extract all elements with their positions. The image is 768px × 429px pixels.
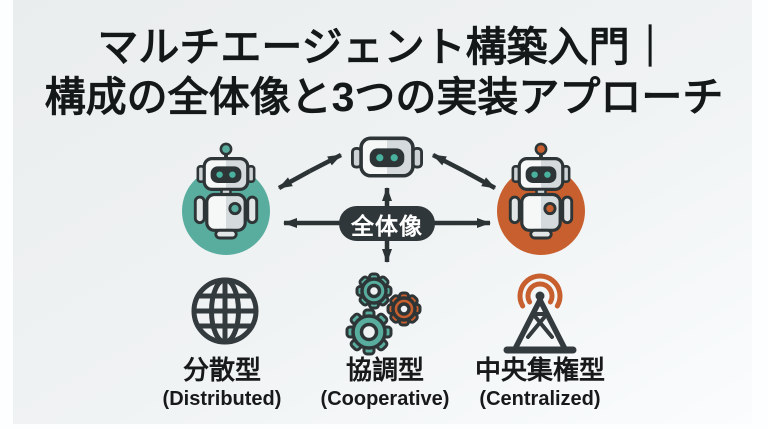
approach-jp-label: 分散型	[182, 355, 262, 385]
approach-jp-label: 協調型	[345, 355, 424, 385]
antenna-ball	[219, 142, 233, 156]
arrow-diagonal-right-up	[431, 153, 466, 173]
approach-en-label: (Cooperative)	[320, 387, 450, 410]
arrow-diagonal-left-down	[277, 169, 312, 190]
approach-label-distributed: 分散型 (Distributed)	[163, 356, 282, 411]
title-line-2: 構成の全体像と3つの実装アプローチ	[44, 74, 724, 121]
title-line-1: マルチエージェント構築入門｜	[97, 24, 671, 70]
globe-icon	[191, 277, 259, 345]
approach-jp-label: 中央集権型	[474, 355, 606, 385]
approach-en-label: (Centralized)	[479, 387, 601, 410]
radio-tower-icon	[503, 273, 577, 354]
approach-label-centralized: 中央集権型 (Centralized)	[475, 356, 605, 411]
robot-icon-right	[508, 142, 574, 240]
robot-face	[525, 166, 557, 183]
robot-eye	[390, 154, 398, 162]
robot-eye	[229, 171, 236, 178]
radio-waves	[517, 273, 563, 309]
distributed-agent-node	[182, 142, 270, 255]
gear-small-teal	[355, 272, 393, 310]
arrow-diagonal-left-up	[308, 153, 343, 173]
robot-eye	[531, 171, 538, 178]
tower-top-dot	[535, 291, 545, 301]
gears-icon	[345, 272, 422, 356]
robot-eye	[376, 154, 384, 162]
tower-frame	[503, 297, 577, 354]
overview-label: 全体像	[351, 212, 423, 239]
chest-dot	[228, 202, 242, 216]
robot-face	[369, 148, 405, 168]
arrow-diagonal-right-down	[462, 169, 497, 190]
chest-dot	[543, 202, 557, 216]
page-title: マルチエージェント構築入門｜ 構成の全体像と3つの実装アプローチ	[0, 22, 768, 122]
centralized-agent-node	[497, 142, 585, 255]
approach-label-cooperative: 協調型 (Cooperative)	[321, 356, 450, 411]
robot-eye	[544, 171, 551, 178]
robot-face	[210, 166, 242, 183]
gear-large-teal	[345, 308, 393, 356]
robot-eye	[216, 171, 223, 178]
gear-orange	[386, 291, 422, 327]
coordinator-robot-head	[351, 136, 423, 178]
antenna-ball	[534, 142, 548, 156]
robot-icon-left	[193, 142, 259, 240]
approach-en-label: (Distributed)	[162, 387, 282, 410]
overview-label-pill: 全体像	[339, 206, 435, 241]
